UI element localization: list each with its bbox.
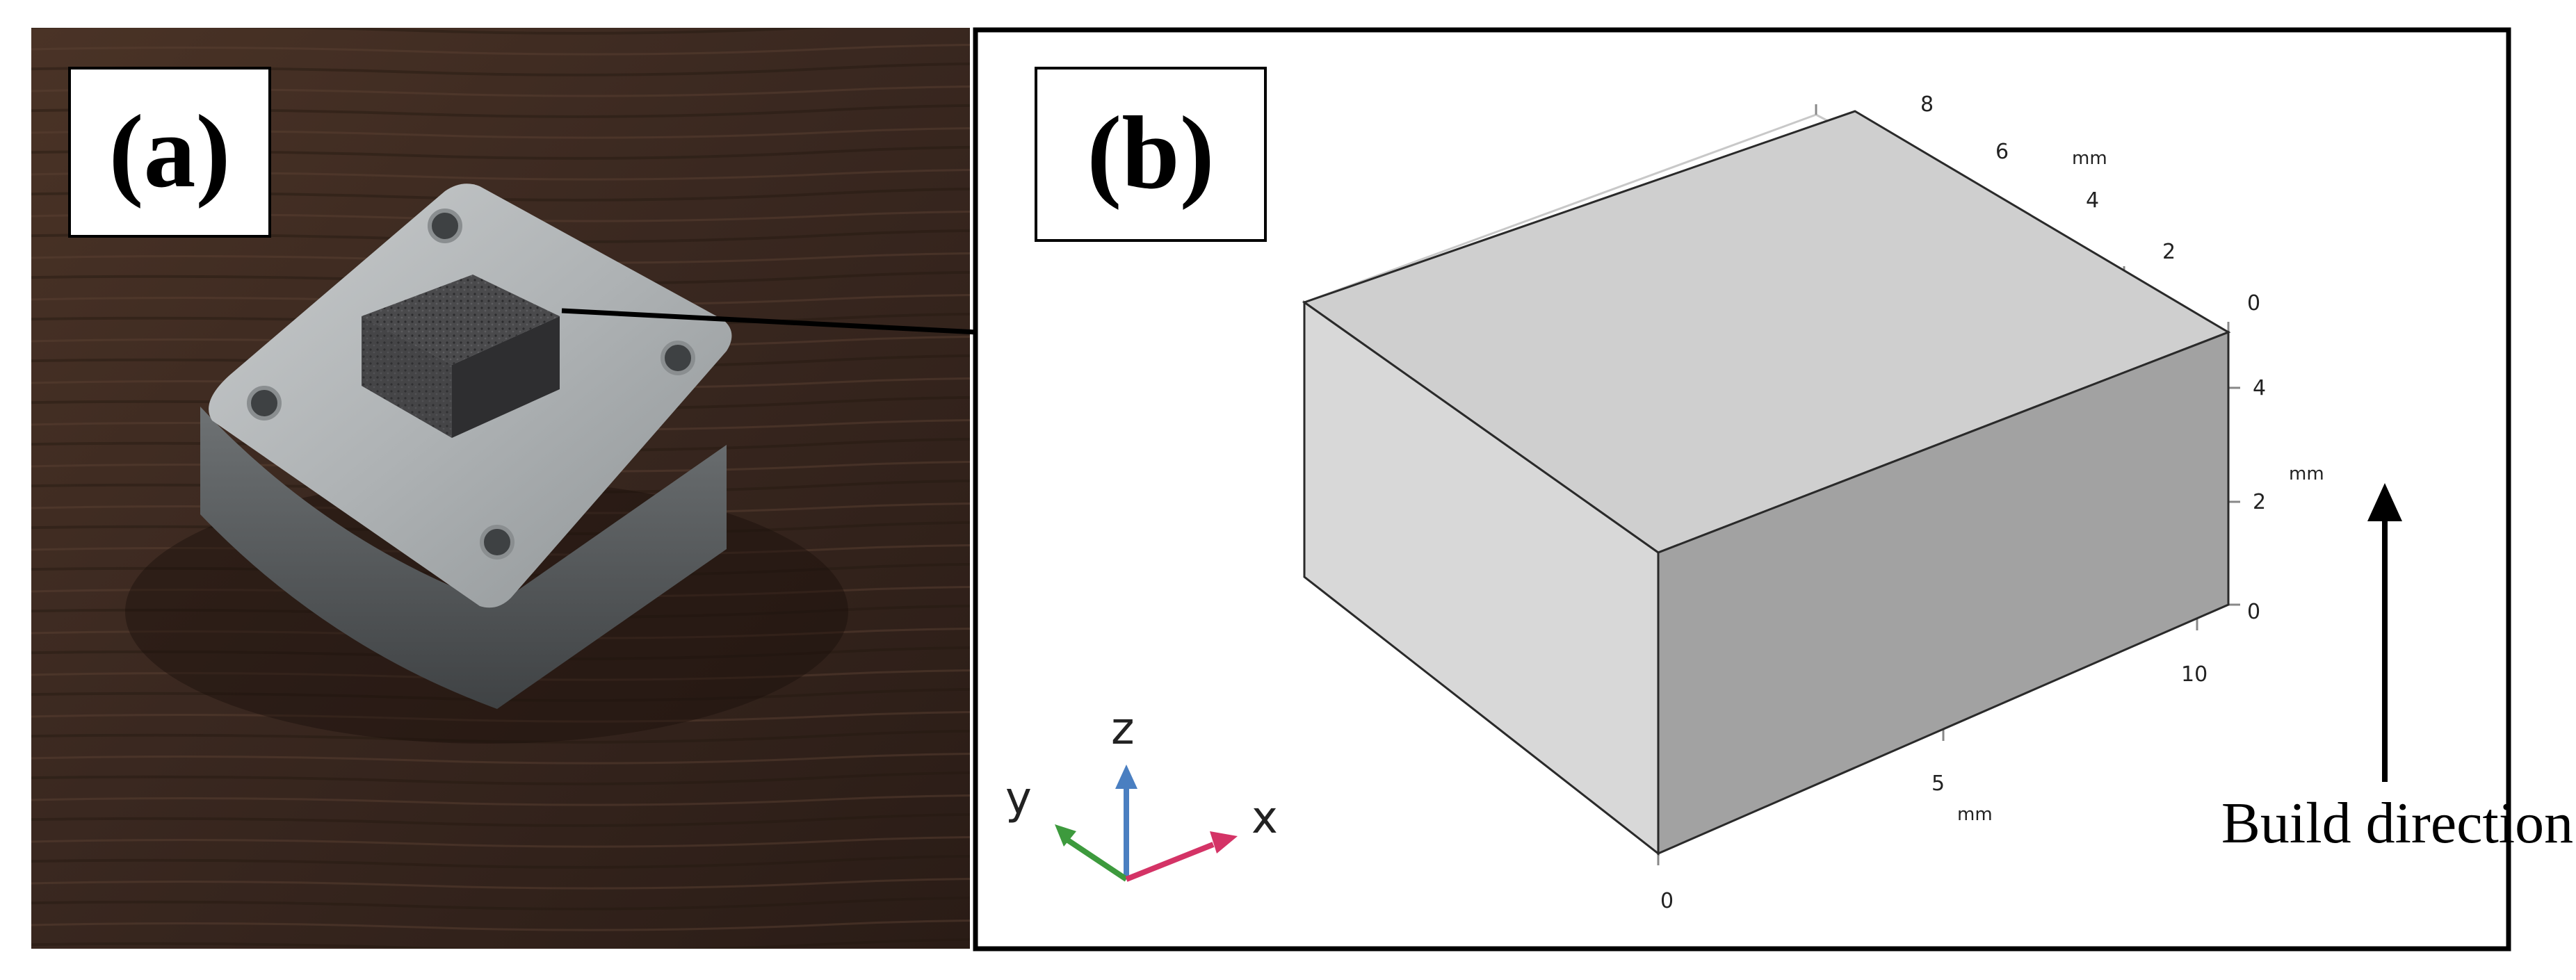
z-axis-tick-label: 4 — [2253, 376, 2266, 400]
panel-b-label-box — [1035, 67, 1267, 242]
z-axis-tick-label: 2 — [2253, 490, 2266, 514]
sample-cube-side — [452, 316, 560, 438]
y-axis-tick-label: 8 — [1920, 92, 1934, 117]
screw-hole-icon — [247, 386, 282, 420]
y-axis-unit: mm — [2072, 148, 2107, 169]
panel-b-label: (b) — [1087, 95, 1214, 211]
panel-b: (b) 8 6 mm 4 2 0 — [973, 27, 2573, 952]
coordinate-triad: z y x — [1005, 703, 1278, 882]
triad-y-arrow-icon — [1055, 824, 1076, 847]
x-axis-tick-label: 10 — [2181, 662, 2208, 687]
z-axis-tick-label: 0 — [2247, 600, 2260, 624]
y-axis-tick-label: 6 — [1995, 140, 2009, 164]
x-axis-ticks — [1657, 619, 2198, 865]
z-axis-ticks — [2228, 386, 2240, 606]
x-axis-tick-label: 0 — [1660, 889, 1674, 913]
screw-hole-icon — [480, 525, 515, 560]
triad-z-arrow-icon — [1115, 765, 1137, 789]
triad-x-axis — [1125, 842, 1215, 882]
panel-a-label: (a) — [109, 94, 231, 209]
y-axis-tick-label: 4 — [2086, 188, 2099, 213]
triad-y-label: y — [1005, 773, 1032, 824]
sample-cube-front-texture — [362, 316, 452, 438]
x-axis-unit: mm — [1957, 804, 1993, 825]
z-axis-unit: mm — [2289, 464, 2324, 484]
y-axis-tick-label: 0 — [2247, 291, 2260, 316]
triad-z-label: z — [1111, 703, 1135, 755]
build-direction-arrowhead-icon — [2367, 483, 2402, 521]
triad-x-label: x — [1251, 792, 1278, 844]
block-right-face — [1657, 330, 2230, 856]
sample-cube-top — [362, 275, 560, 365]
build-direction-caption: Build direction — [2221, 791, 2573, 856]
y-axis-tick-label: 2 — [2162, 240, 2176, 264]
x-axis-tick-label: 5 — [1931, 771, 1945, 796]
screw-hole-icon — [428, 209, 462, 243]
panel-a: (a) — [31, 28, 970, 949]
plate-side — [200, 407, 727, 709]
triad-x-arrow-icon — [1210, 831, 1238, 854]
triad-y-axis — [1062, 835, 1128, 882]
panel-a-label-box — [68, 67, 271, 238]
screw-hole-icon — [661, 341, 695, 375]
